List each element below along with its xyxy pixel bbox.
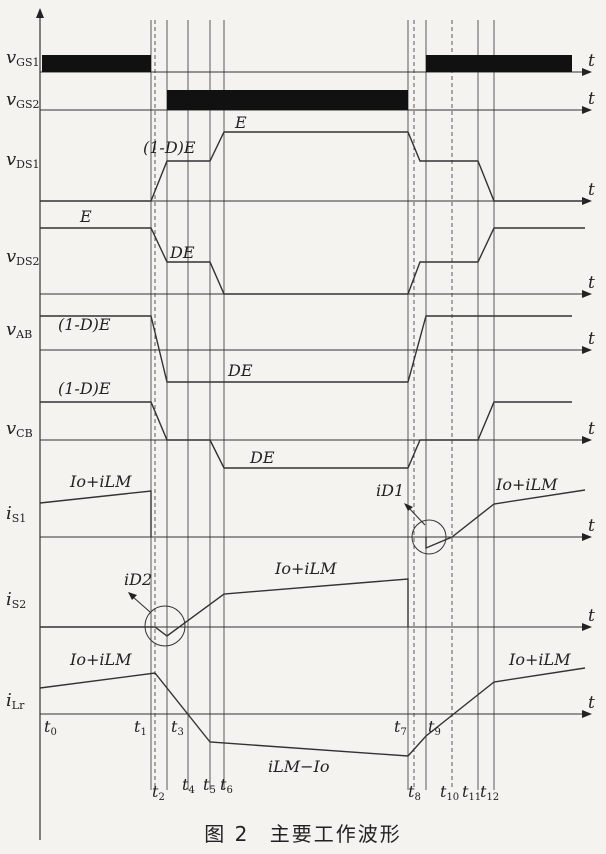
- time-label-t9: t9: [428, 717, 441, 738]
- is2-diode-arrowhead: [128, 592, 137, 600]
- axis-t-label-4: t: [588, 273, 595, 293]
- time-label-t1: t1: [134, 717, 147, 738]
- vertical-axis-arrow: [36, 8, 44, 18]
- axis-t-label-6: t: [588, 419, 595, 439]
- time-axis-arrow-4: [582, 290, 592, 298]
- vab-waveform: [40, 315, 572, 383]
- time-label-t5: t5: [203, 775, 216, 796]
- vcb-waveform: [40, 401, 572, 469]
- ilr-waveform: [39, 667, 586, 757]
- time-axis-arrow-3: [582, 197, 592, 205]
- signal-label-s1: iS1: [6, 503, 26, 525]
- axis-t-label-3: t: [588, 180, 595, 200]
- signal-label-cb: vCB: [6, 418, 33, 440]
- vds2-label-de: DE: [169, 243, 195, 262]
- time-label-t3: t3: [171, 717, 184, 738]
- vds1-waveform: [40, 131, 585, 202]
- axis-t-label-2: t: [588, 89, 595, 109]
- time-label-t0: t0: [44, 717, 57, 738]
- is1-diode-arrow: [407, 506, 426, 526]
- time-label-t11: t11: [462, 782, 481, 803]
- axis-t-label-7: t: [588, 516, 595, 536]
- signal-label-ds2: vDS2: [6, 246, 40, 268]
- axis-t-label-1: t: [588, 51, 595, 71]
- time-label-t7: t7: [394, 717, 407, 738]
- is1-label-left: Io+iLM: [69, 472, 132, 491]
- is1-label-right: Io+iLM: [495, 475, 558, 494]
- vcb-label-1d-e: (1-D)E: [58, 379, 111, 398]
- signal-label-gs2: vGS2: [6, 89, 40, 111]
- is2-diode-arrow: [132, 596, 151, 613]
- time-label-t2: t2: [152, 782, 165, 803]
- figure-caption: 图 2 主要工作波形: [0, 818, 606, 847]
- vgs1-pulse-2: [426, 55, 572, 72]
- is2-label-mid: Io+iLM: [274, 559, 337, 578]
- time-axis-arrow-1: [582, 68, 592, 76]
- time-axis-arrow-9: [582, 710, 592, 718]
- time-label-t8: t8: [408, 782, 421, 803]
- is1-waveform-right: [425, 489, 586, 550]
- axis-t-label-8: t: [588, 606, 595, 626]
- ilr-label-right: Io+iLM: [508, 650, 571, 669]
- is2-label-diode: iD2: [124, 570, 152, 589]
- time-axis-arrow-8: [582, 623, 592, 631]
- vds1-label-1d-e: (1-D)E: [143, 138, 196, 157]
- vds1-label-e: E: [234, 113, 247, 132]
- time-axis-arrow-2: [582, 106, 592, 114]
- signal-label-lr: iLr: [6, 690, 25, 712]
- signal-label-s2: iS2: [6, 589, 26, 611]
- vab-label-1d-e: (1-D)E: [58, 315, 111, 334]
- is1-label-diode: iD1: [376, 481, 404, 500]
- is1-diode-arrowhead: [404, 503, 413, 511]
- signal-label-gs1: vGS1: [6, 47, 40, 69]
- time-label-t4: t4: [182, 775, 195, 796]
- vgs2-pulse: [167, 90, 408, 110]
- time-axis-arrow-7: [582, 533, 592, 541]
- axis-t-label-9: t: [588, 693, 595, 713]
- vds2-label-e: E: [79, 207, 92, 226]
- vcb-label-de: DE: [249, 448, 275, 467]
- is1-waveform-left: [39, 490, 152, 537]
- signal-label-ab: vAB: [6, 319, 32, 341]
- time-label-t12: t12: [480, 782, 499, 803]
- vgs1-pulse-1: [42, 55, 151, 72]
- figure-number: 图 2: [204, 822, 250, 846]
- ilr-label-left: Io+iLM: [69, 650, 132, 669]
- time-label-t6: t6: [220, 775, 233, 796]
- time-axis-arrow-6: [582, 436, 592, 444]
- vab-label-de: DE: [227, 361, 253, 380]
- signal-label-ds1: vDS1: [6, 149, 40, 171]
- axis-t-label-5: t: [588, 329, 595, 349]
- is2-waveform: [40, 578, 409, 637]
- time-label-t10: t10: [440, 782, 459, 803]
- is2-diode-circle: [144, 605, 186, 647]
- ilr-label-bottom: iLM−Io: [268, 757, 329, 776]
- vds2-waveform: [40, 227, 585, 295]
- figure-title: 主要工作波形: [269, 822, 402, 846]
- is1-diode-circle: [411, 519, 447, 555]
- time-axis-arrow-5: [582, 346, 592, 354]
